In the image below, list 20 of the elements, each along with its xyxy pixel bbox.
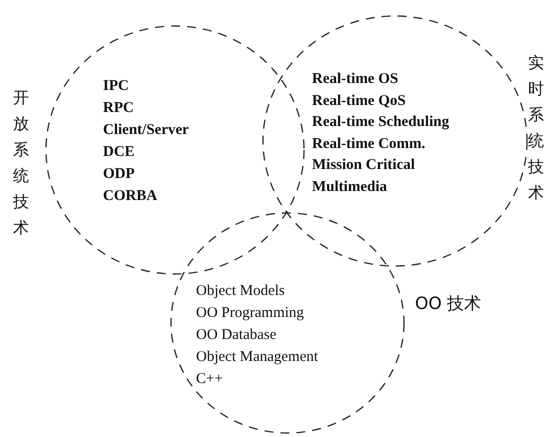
list-item: OO Programming — [196, 304, 304, 322]
circle-caption: 开放系统技术 — [13, 87, 30, 239]
list-item: Real-time OS — [312, 70, 398, 88]
list-item: Object Models — [196, 282, 285, 300]
list-item: Client/Server — [103, 121, 189, 139]
list-item: Mission Critical — [312, 156, 415, 174]
list-item: DCE — [103, 143, 135, 161]
circle-caption: 实时系统技术 — [528, 52, 545, 204]
circle-caption: OO 技术 — [415, 293, 482, 315]
list-item: Real-time Scheduling — [312, 113, 450, 131]
list-item: RPC — [103, 99, 134, 117]
list-item: Multimedia — [312, 178, 387, 196]
list-item: CORBA — [103, 187, 158, 205]
list-item: Real-time Comm. — [312, 134, 426, 152]
list-item: IPC — [103, 77, 129, 95]
list-item: Real-time QoS — [312, 92, 406, 110]
list-item: C++ — [196, 370, 223, 388]
list-item: Object Management — [196, 348, 318, 366]
list-item: ODP — [103, 165, 135, 183]
list-item: OO Database — [196, 326, 276, 344]
